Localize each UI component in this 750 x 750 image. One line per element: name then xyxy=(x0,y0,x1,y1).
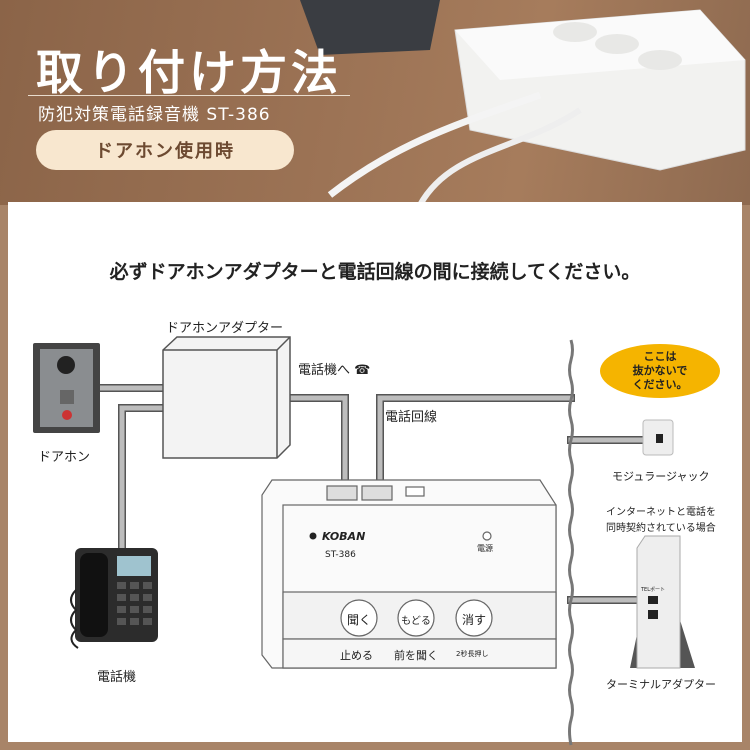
model-label: ST-386 xyxy=(325,550,356,560)
telephone-icon xyxy=(70,548,158,649)
long-press-caption: 2秒長押し xyxy=(456,650,489,658)
doorphone-adapter-icon xyxy=(162,336,291,459)
callout-line-3: ください。 xyxy=(632,378,688,391)
back-button[interactable]: もどる xyxy=(401,616,431,627)
callout-line-1: ここは xyxy=(643,350,677,363)
hero-photo: 取り付け方法 防犯対策電話録音機 ST-386 ドアホン使用時 xyxy=(0,0,750,205)
modular-jack-icon xyxy=(642,419,674,456)
wall-line xyxy=(568,339,574,746)
terminal-adapter-label: ターミナルアダプター xyxy=(606,678,716,691)
device-photo xyxy=(300,0,746,205)
internet-note-line-1: インターネットと電話を xyxy=(606,507,716,518)
tel-port-label: TELポート xyxy=(641,587,665,593)
modular-jack-label: モジュラージャック xyxy=(612,470,710,483)
power-label: 電源 xyxy=(477,544,493,553)
stop-caption: 止める xyxy=(340,649,373,662)
phone-label: 電話機 xyxy=(97,670,137,685)
internet-note: インターネットと電話を 同時契約されている場合 xyxy=(606,505,716,537)
product-subtitle: 防犯対策電話録音機 ST-386 xyxy=(38,105,271,125)
listen-button[interactable]: 聞く xyxy=(346,613,371,627)
cables xyxy=(96,384,664,604)
doorphone-icon xyxy=(33,343,100,433)
divider xyxy=(28,95,350,96)
doorphone-label: ドアホン xyxy=(38,450,91,465)
adapter-label: ドアホンアダプター xyxy=(166,321,284,336)
to-phone-label: 電話機へ ☎ xyxy=(298,359,370,378)
callout-bubble xyxy=(600,344,720,398)
phone-line-label: 電話回線 xyxy=(385,410,438,425)
callout-line-2: 抜かないで xyxy=(632,364,688,377)
recorder-device-icon xyxy=(261,479,557,669)
to-phone-text: 電話機へ xyxy=(298,363,351,378)
instruction-heading: 必ずドアホンアダプターと電話回線の間に接続してください。 xyxy=(109,261,641,283)
delete-button[interactable]: 消す xyxy=(461,613,486,627)
phone-glyph-icon: ☎ xyxy=(354,363,371,378)
internet-note-line-2: 同時契約されている場合 xyxy=(606,523,716,534)
page-title: 取り付け方法 xyxy=(36,46,342,101)
brand-logo: KOBAN xyxy=(322,530,366,543)
usage-badge: ドアホン使用時 xyxy=(36,130,294,170)
previous-caption: 前を聞く xyxy=(394,649,438,662)
terminal-adapter-icon xyxy=(630,535,695,669)
callout-text: ここは 抜かないで ください。 xyxy=(600,350,720,392)
